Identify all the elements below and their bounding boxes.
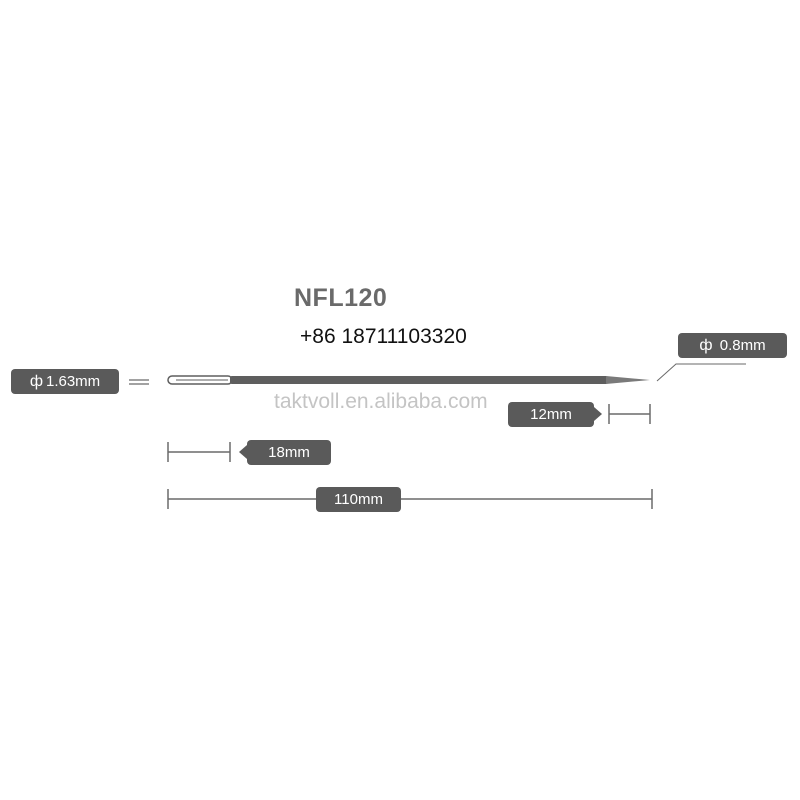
diameter-symbol: ф xyxy=(699,337,713,354)
diameter-marker xyxy=(129,379,149,385)
needle-shaft xyxy=(230,376,608,384)
tip-diameter-leader xyxy=(656,363,746,382)
total-length-value: 110mm xyxy=(334,491,383,508)
total-length-dimension xyxy=(167,489,653,509)
eye-length-value: 18mm xyxy=(268,444,310,461)
tip-diameter-value: 0.8mm xyxy=(719,337,766,354)
product-model-title: NFL120 xyxy=(294,284,388,312)
watermark-text: taktvoll.en.alibaba.com xyxy=(274,390,488,413)
contact-phone: +86 18711103320 xyxy=(300,325,467,348)
eye-length-label: 18mm xyxy=(239,440,331,465)
eye-length-dimension xyxy=(167,442,231,462)
tip-length-value: 12mm xyxy=(530,406,572,423)
needle xyxy=(167,375,650,385)
total-length-label: 110mm xyxy=(316,487,401,512)
tip-diameter-label: ф 0.8mm xyxy=(678,333,787,358)
diameter-symbol: ф xyxy=(29,373,43,390)
tip-length-dimension xyxy=(608,404,651,424)
needle-tip xyxy=(606,376,650,384)
shaft-diameter-value: 1.63mm xyxy=(45,373,101,390)
tip-length-label: 12mm xyxy=(508,402,602,427)
